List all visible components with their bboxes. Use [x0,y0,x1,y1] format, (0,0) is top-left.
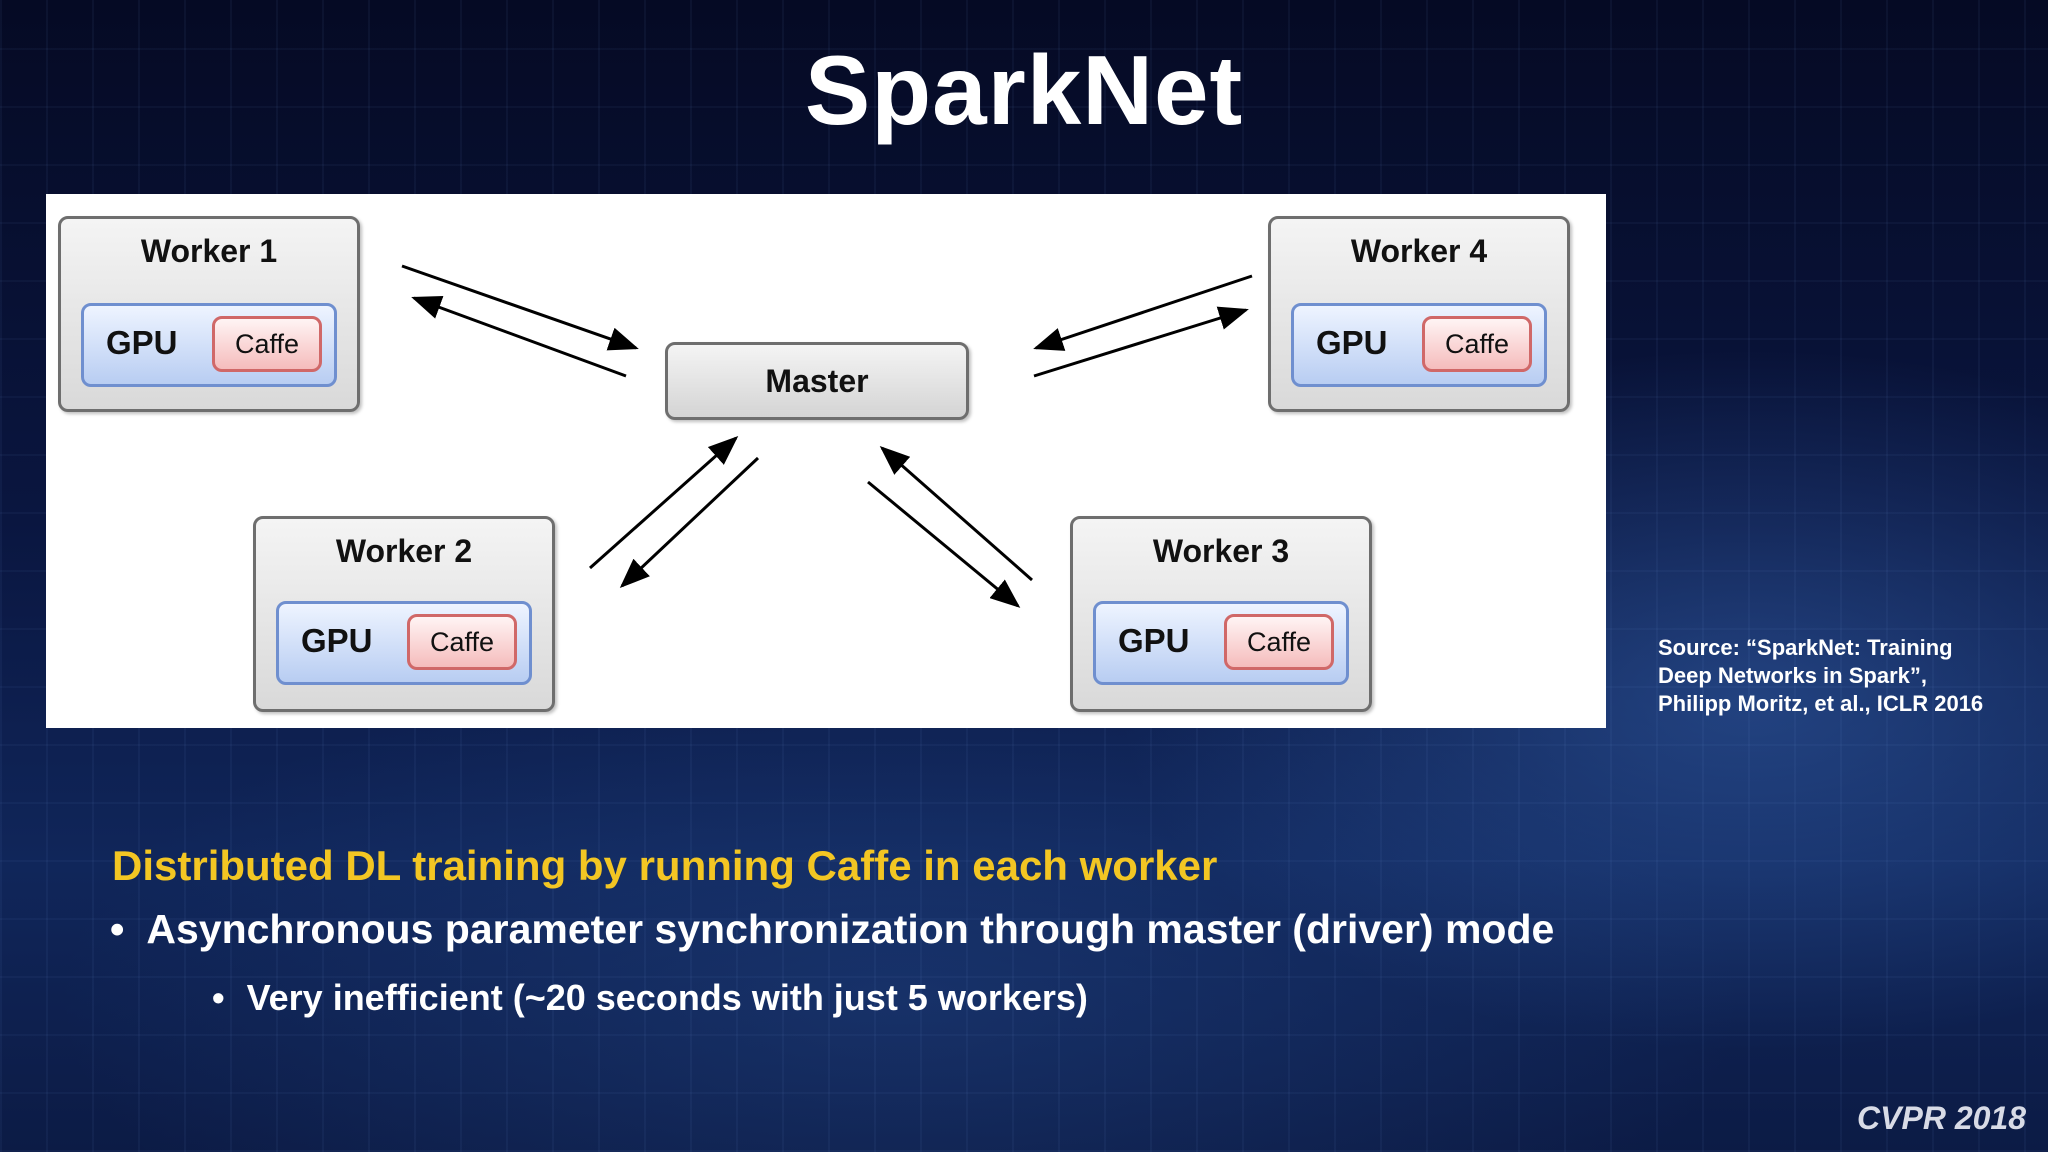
arrow-master-to-worker4 [1033,306,1249,378]
arrow-worker2-to-master [589,436,739,570]
arrow-master-to-worker3 [867,480,1021,608]
bullet-text: Asynchronous parameter synchronization t… [146,906,1555,952]
slide-title: SparkNet [804,35,1244,145]
caffe-box: Caffe [212,316,322,372]
source-line: Deep Networks in Spark”, [1658,663,1927,688]
worker-label: Worker 2 [335,533,473,569]
connection-arrows [401,264,1253,608]
bullet-heading: Distributed DL training by running Caffe… [112,842,1218,889]
source-line: Philipp Moritz, et al., ICLR 2016 [1658,691,1984,716]
gpu-label: GPU [106,324,178,361]
architecture-diagram: Worker 1 GPU Caffe Worker 4 GPU Caffe Ma… [46,194,1606,728]
source-citation: Source: “SparkNet: Training Deep Network… [1658,634,2038,718]
bullet-dot: • [110,906,125,952]
gpu-box: GPU Caffe [1093,601,1349,685]
bullet-dot: • [212,977,225,1018]
bullet-text: Very inefficient (~20 seconds with just … [246,977,1088,1018]
worker-label: Worker 3 [1152,533,1290,569]
worker-label: Worker 4 [1350,233,1488,269]
master-node: Master [665,342,969,420]
gpu-label: GPU [1316,324,1388,361]
caffe-box: Caffe [1224,614,1334,670]
conference-footer: CVPR 2018 [1857,1100,2026,1136]
worker-label: Worker 1 [140,233,278,269]
gpu-box: GPU Caffe [276,601,532,685]
arrow-master-to-worker1 [411,296,627,378]
gpu-box: GPU Caffe [81,303,337,387]
worker-node-2: Worker 2 GPU Caffe [253,516,555,712]
worker-node-1: Worker 1 GPU Caffe [58,216,360,412]
caffe-box: Caffe [1422,316,1532,372]
arrow-master-to-worker2 [619,456,760,589]
arrow-worker1-to-master [401,264,639,351]
sub-bullet-item: • Very inefficient (~20 seconds with just… [212,977,1088,1019]
caffe-box: Caffe [407,614,517,670]
arrow-worker4-to-master [1033,274,1253,351]
worker-node-3: Worker 3 GPU Caffe [1070,516,1372,712]
gpu-box: GPU Caffe [1291,303,1547,387]
gpu-label: GPU [1118,622,1190,659]
source-line: Source: “SparkNet: Training [1658,635,1953,660]
arrow-worker3-to-master [879,446,1033,582]
bullet-item: • Asynchronous parameter synchronization … [110,906,1554,953]
gpu-label: GPU [301,622,373,659]
worker-node-4: Worker 4 GPU Caffe [1268,216,1570,412]
